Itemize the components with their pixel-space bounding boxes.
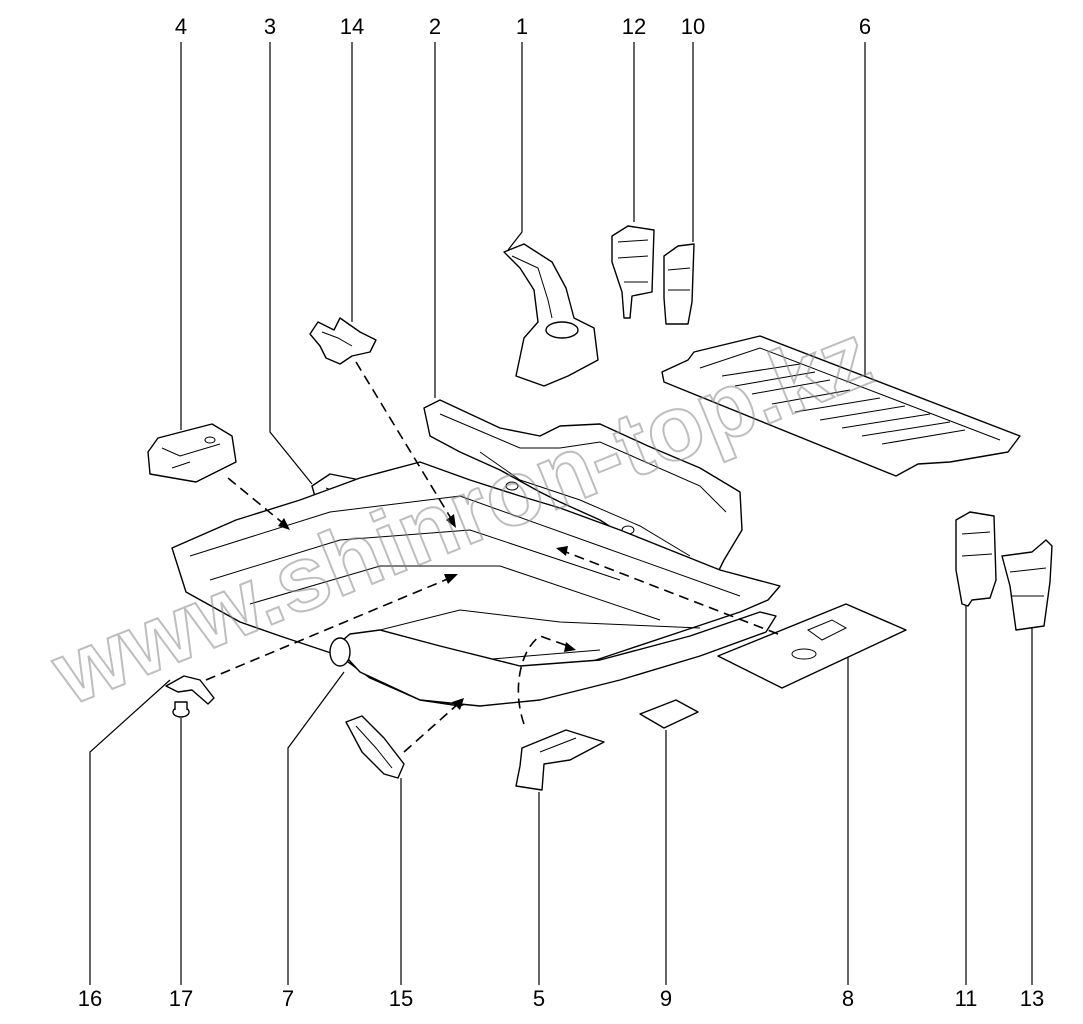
callout-13: 13 <box>1020 986 1044 1011</box>
part-5-bracket <box>515 729 605 791</box>
callout-4: 4 <box>175 14 187 39</box>
part-1-tunnel-brace <box>503 243 599 387</box>
callout-11: 11 <box>955 986 978 1011</box>
leader-1 <box>507 42 523 251</box>
part-10-bracket <box>663 243 695 325</box>
callout-2: 2 <box>429 14 441 39</box>
assembly-path-8 <box>565 551 779 635</box>
part-17-nut <box>172 701 190 718</box>
part-11-bracket <box>955 511 997 607</box>
callout-5: 5 <box>533 986 545 1011</box>
callout-14: 14 <box>340 14 364 39</box>
callout-3: 3 <box>264 14 276 39</box>
callout-15: 15 <box>389 986 413 1011</box>
leader-7 <box>287 671 345 985</box>
callout-6: 6 <box>859 14 871 39</box>
part-8-plate <box>717 603 907 689</box>
part-6-rear-floor-panel <box>661 335 1021 477</box>
leader-lines <box>89 42 1033 985</box>
assembly-path-4 <box>227 477 285 525</box>
part-12-bracket <box>611 225 655 319</box>
part-13-bracket <box>1001 539 1053 631</box>
callout-8: 8 <box>842 986 854 1011</box>
callout-17: 17 <box>169 986 193 1011</box>
callout-labels: 4 3 14 2 1 12 10 6 16 17 7 15 5 9 8 11 1… <box>78 14 1044 1011</box>
leader-3 <box>269 42 313 485</box>
part-9-small-plate <box>639 699 699 729</box>
callout-12: 12 <box>622 14 646 39</box>
callout-7: 7 <box>282 986 294 1011</box>
callout-10: 10 <box>681 14 705 39</box>
callout-1: 1 <box>516 14 528 39</box>
assembly-path-16 <box>205 577 451 681</box>
assembly-path-5 <box>517 635 569 725</box>
assembly-paths <box>205 361 779 753</box>
part-15-gusset <box>345 715 405 779</box>
callout-9: 9 <box>660 986 672 1011</box>
leader-16 <box>89 679 171 985</box>
part-4-bracket <box>147 423 237 483</box>
part-16-clip <box>165 675 215 705</box>
assembly-path-15 <box>403 703 459 753</box>
part-14-bracket <box>309 317 377 365</box>
callout-16: 16 <box>78 986 102 1011</box>
